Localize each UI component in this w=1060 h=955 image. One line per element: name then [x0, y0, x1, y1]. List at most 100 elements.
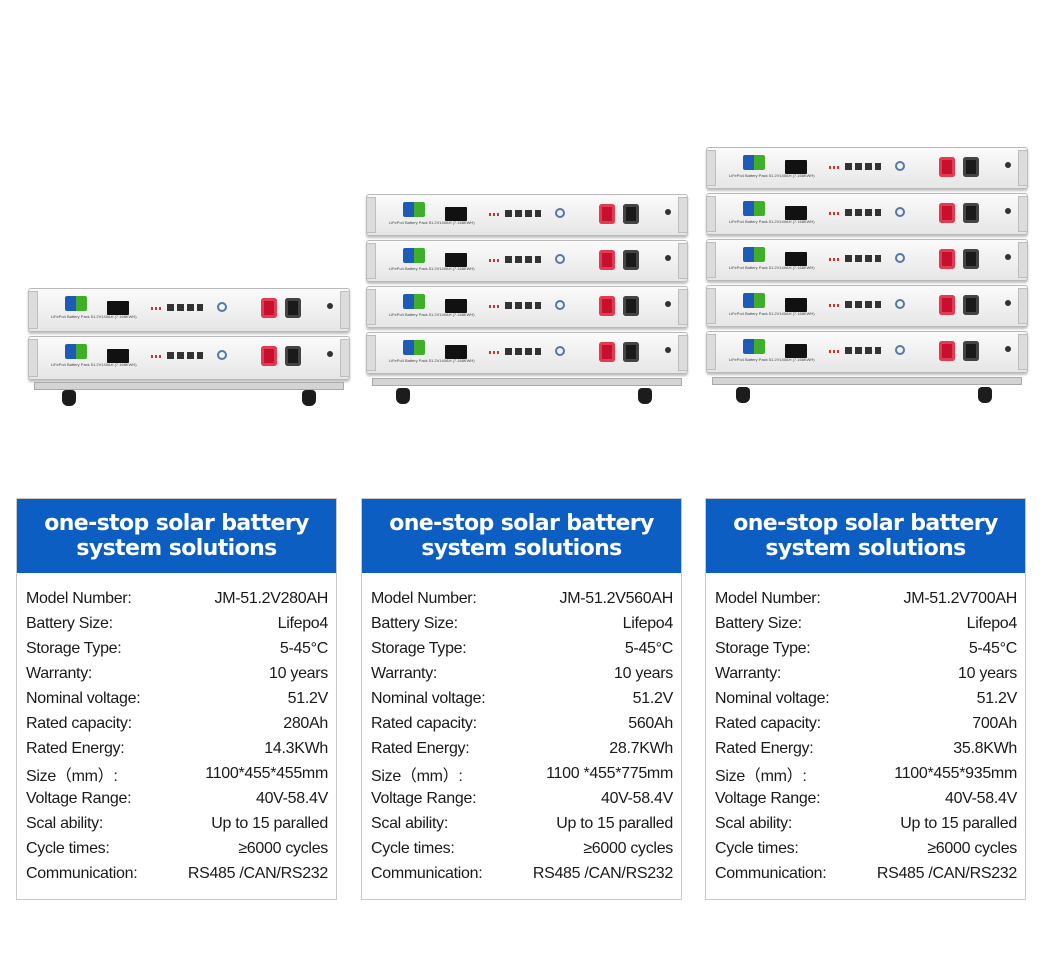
stack-base: [372, 378, 682, 386]
spec-label: Model Number:: [26, 589, 132, 607]
spec-value: 35.8KWh: [953, 739, 1017, 757]
status-leds: [829, 304, 839, 307]
power-switch-icon: [555, 254, 565, 264]
spec-value: JM-51.2V700AH: [903, 589, 1018, 607]
display-screen: [785, 206, 807, 220]
spec-label: Rated capacity:: [371, 714, 477, 732]
logo-icon: [743, 293, 765, 308]
spec-label: Size（mm）:: [715, 767, 807, 785]
spec-value: 5-45°C: [968, 639, 1017, 657]
display-screen: [445, 345, 467, 359]
spec-label: Cycle times:: [371, 839, 455, 857]
spec-value: 280Ah: [283, 714, 328, 732]
status-leds: [489, 213, 499, 216]
battery-module: LiFePo4 Battery Pack 51.2V140AH (7.168KW…: [366, 332, 688, 374]
card-header: one-stop solar battery system solutions: [17, 499, 336, 573]
power-switch-icon: [217, 350, 227, 360]
battery-module: LiFePo4 Battery Pack 51.2V140AH (7.168KW…: [28, 288, 350, 332]
spec-row: Size（mm）:1100 *455*775mm: [371, 761, 673, 786]
spec-label: Rated capacity:: [715, 714, 821, 732]
spec-value: RS485 /CAN/RS232: [187, 864, 328, 882]
spec-label: Scal ability:: [371, 814, 449, 832]
pack-label: LiFePo4 Battery Pack 51.2V140AH (7.168KW…: [729, 173, 815, 178]
spec-row: Voltage Range:40V-58.4V: [715, 786, 1017, 811]
negative-terminal-icon: [623, 204, 639, 224]
spec-value: Up to 15 paralled: [900, 814, 1017, 832]
status-leds: [489, 305, 499, 308]
positive-terminal-icon: [599, 250, 615, 270]
spec-row: Communication:RS485 /CAN/RS232: [715, 861, 1017, 886]
spec-row: Model Number:JM-51.2V280AH: [26, 586, 328, 611]
power-button-icon: [1005, 254, 1011, 260]
spec-value: 10 years: [958, 664, 1017, 682]
spec-row: Warranty:10 years: [371, 661, 673, 686]
positive-terminal-icon: [599, 296, 615, 316]
spec-row: Scal ability:Up to 15 paralled: [371, 811, 673, 836]
display-screen: [445, 299, 467, 313]
battery-module: LiFePo4 Battery Pack 51.2V140AH (7.168KW…: [706, 239, 1028, 281]
negative-terminal-icon: [963, 341, 979, 361]
negative-terminal-icon: [963, 249, 979, 269]
logo-icon: [65, 344, 87, 359]
spec-value: 5-45°C: [624, 639, 673, 657]
power-button-icon: [327, 351, 333, 357]
spec-label: Rated Energy:: [715, 739, 814, 757]
logo-icon: [403, 202, 425, 217]
spec-label: Storage Type:: [715, 639, 811, 657]
power-switch-icon: [895, 345, 905, 355]
pack-label: LiFePo4 Battery Pack 51.2V140AH (7.168KW…: [729, 311, 815, 316]
positive-terminal-icon: [939, 295, 955, 315]
spec-label: Nominal voltage:: [715, 689, 830, 707]
spec-value: 51.2V: [632, 689, 674, 707]
spec-label: Size（mm）:: [26, 767, 118, 785]
display-screen: [445, 207, 467, 221]
pack-label: LiFePo4 Battery Pack 51.2V140AH (7.168KW…: [51, 314, 137, 319]
spec-label: Battery Size:: [26, 614, 113, 632]
comm-ports: [505, 210, 541, 217]
positive-terminal-icon: [261, 298, 277, 318]
status-leds: [829, 212, 839, 215]
spec-list: Model Number:JM-51.2V560AH Battery Size:…: [362, 573, 681, 886]
wheel-icon: [396, 388, 410, 404]
logo-icon: [403, 340, 425, 355]
spec-label: Communication:: [26, 864, 138, 882]
wheel-icon: [638, 388, 652, 404]
display-screen: [785, 252, 807, 266]
card-title-line1: one-stop solar battery: [733, 511, 998, 536]
spec-value: 700Ah: [972, 714, 1017, 732]
spec-label: Voltage Range:: [715, 789, 821, 807]
spec-row: Size（mm）:1100*455*935mm: [715, 761, 1017, 786]
spec-row: Cycle times:≥6000 cycles: [371, 836, 673, 861]
spec-label: Rated capacity:: [26, 714, 132, 732]
battery-module: LiFePo4 Battery Pack 51.2V140AH (7.168KW…: [706, 331, 1028, 373]
power-button-icon: [1005, 300, 1011, 306]
spec-value: 51.2V: [287, 689, 329, 707]
spec-value: 14.3KWh: [264, 739, 328, 757]
spec-row: Rated Energy: 35.8KWh: [715, 736, 1017, 761]
card-title-line2: system solutions: [421, 536, 622, 561]
display-screen: [785, 344, 807, 358]
spec-row: Model Number:JM-51.2V700AH: [715, 586, 1017, 611]
spec-row: Cycle times:≥6000 cycles: [715, 836, 1017, 861]
power-button-icon: [327, 303, 333, 309]
spec-row: Rated capacity: 700Ah: [715, 711, 1017, 736]
spec-value: Lifepo4: [277, 614, 329, 632]
display-screen: [785, 160, 807, 174]
positive-terminal-icon: [939, 203, 955, 223]
spec-label: Rated Energy:: [371, 739, 470, 757]
spec-value: JM-51.2V560AH: [559, 589, 674, 607]
logo-icon: [743, 155, 765, 170]
card-header: one-stop solar battery system solutions: [706, 499, 1025, 573]
stack-base: [34, 382, 344, 390]
comm-ports: [845, 347, 881, 354]
battery-module: LiFePo4 Battery Pack 51.2V140AH (7.168KW…: [366, 240, 688, 282]
spec-value: Up to 15 paralled: [211, 814, 328, 832]
pack-label: LiFePo4 Battery Pack 51.2V140AH (7.168KW…: [389, 358, 475, 363]
battery-module: LiFePo4 Battery Pack 51.2V140AH (7.168KW…: [366, 286, 688, 328]
spec-row: Nominal voltage: 51.2V: [26, 686, 328, 711]
negative-terminal-icon: [623, 342, 639, 362]
spec-row: Communication: RS485 /CAN/RS232: [26, 861, 328, 886]
spec-label: Nominal voltage:: [26, 689, 141, 707]
status-leds: [829, 350, 839, 353]
spec-row: Rated Energy:14.3KWh: [26, 736, 328, 761]
